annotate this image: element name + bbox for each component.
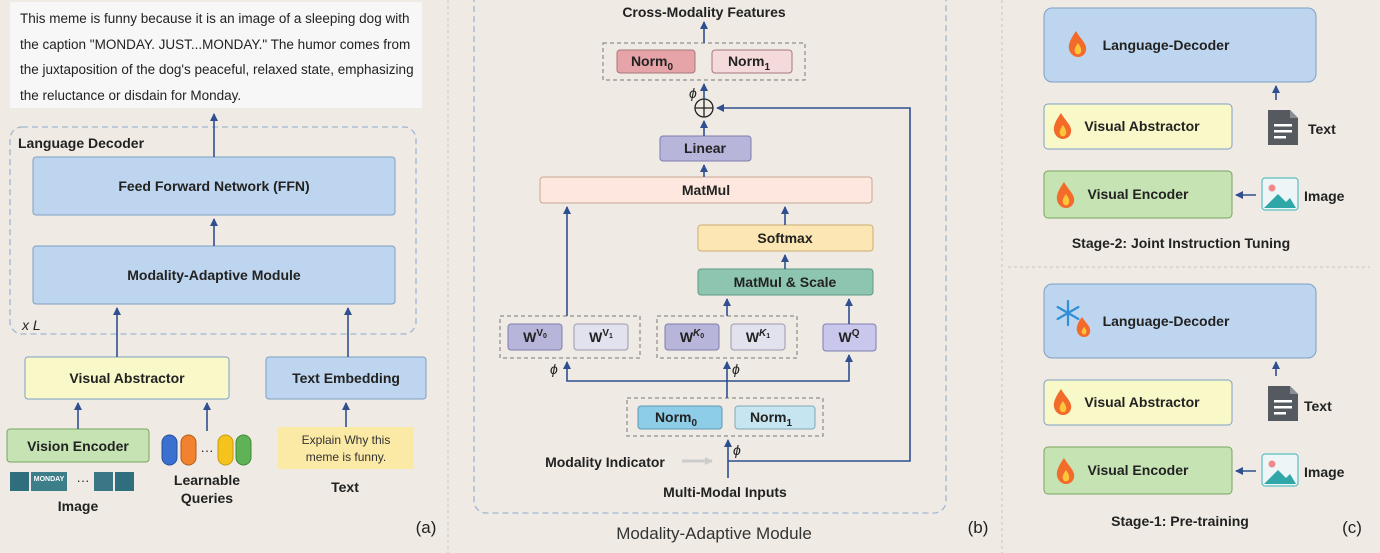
stage2-caption: Stage-2: Joint Instruction Tuning bbox=[1072, 235, 1290, 251]
image-label: Image bbox=[58, 498, 99, 514]
panel-a-arrows bbox=[74, 113, 352, 431]
stage1-image-label: Image bbox=[1304, 464, 1345, 480]
panel-c-arrows bbox=[1235, 85, 1280, 475]
wk0-label: WK0 bbox=[680, 328, 704, 345]
output-norm1-block bbox=[711, 49, 793, 74]
wv0-label: WV0 bbox=[523, 328, 547, 345]
panel-b-arrows bbox=[563, 21, 911, 478]
generated-answer-text: This meme is funny because it is an imag… bbox=[10, 2, 422, 108]
stage1-abstractor-fire-icon bbox=[1053, 389, 1072, 415]
prompt-box bbox=[278, 427, 414, 469]
linear-label: Linear bbox=[684, 140, 727, 156]
input-norm1-block bbox=[734, 405, 816, 430]
softmax-label: Softmax bbox=[757, 230, 812, 246]
stage1-frozen-snowflake-icon bbox=[1056, 299, 1080, 327]
stage2-abstractor-fire-icon bbox=[1053, 113, 1072, 139]
mam-detail-group bbox=[473, 0, 947, 514]
stage2-encoder-fire-icon bbox=[1056, 182, 1075, 208]
modality-indicator-label: Modality Indicator bbox=[545, 454, 665, 470]
prompt-line1: Explain Why this bbox=[302, 433, 391, 447]
phi-key-label: ϕ bbox=[732, 361, 740, 377]
stage1-caption: Stage-1: Pre-training bbox=[1111, 513, 1249, 529]
input-norm0-label: Norm0 bbox=[655, 409, 698, 429]
wq-label: WQ bbox=[839, 328, 860, 345]
stage2-image-label: Image bbox=[1304, 188, 1345, 204]
panel-c-tag: (c) bbox=[1342, 518, 1362, 537]
repeat-label: x L bbox=[21, 317, 41, 333]
stage1-text-label: Text bbox=[1304, 398, 1332, 414]
wk0-block bbox=[664, 323, 720, 351]
stage1-text-document-icon bbox=[1268, 386, 1298, 421]
language-decoder-group bbox=[9, 126, 417, 335]
panel-b-caption: Modality-Adaptive Module bbox=[616, 524, 812, 543]
stage2-text-document-icon bbox=[1268, 110, 1298, 145]
text-embedding-block bbox=[265, 356, 427, 400]
stage2-language-decoder-block bbox=[1043, 7, 1317, 83]
stage2-visual-abstractor-block bbox=[1043, 103, 1233, 150]
queries-label-line2: Queries bbox=[181, 490, 233, 506]
phi-input-label: ϕ bbox=[733, 442, 741, 458]
stage1-decoder-fire-icon bbox=[1076, 317, 1091, 337]
matmul-label: MatMul bbox=[682, 182, 730, 198]
stage2-image-icon bbox=[1261, 177, 1299, 211]
visual-abstractor-block bbox=[24, 356, 230, 400]
wk1-label: WK1 bbox=[746, 328, 770, 345]
phi-top-label: ϕ bbox=[689, 85, 697, 101]
learnable-query-tokens bbox=[161, 434, 252, 466]
stage1-visual-encoder-label: Visual Encoder bbox=[1088, 462, 1189, 478]
input-norm-group bbox=[626, 397, 824, 437]
stage2-language-decoder-label: Language-Decoder bbox=[1103, 37, 1230, 53]
output-norm0-label: Norm0 bbox=[631, 53, 674, 73]
wv1-block bbox=[573, 323, 629, 351]
stage2-decoder-fire-icon bbox=[1068, 31, 1087, 57]
stage1-encoder-fire-icon bbox=[1056, 458, 1075, 484]
phi-value-label: ϕ bbox=[550, 361, 558, 377]
cross-modality-features-label: Cross-Modality Features bbox=[622, 4, 786, 20]
mam-label: Modality-Adaptive Module bbox=[127, 267, 301, 283]
queries-label-line1: Learnable bbox=[174, 472, 240, 488]
stage2-visual-encoder-label: Visual Encoder bbox=[1088, 186, 1189, 202]
stage1-image-icon bbox=[1261, 453, 1299, 487]
image-thumbnails: MONDAY ··· bbox=[10, 472, 134, 491]
text-label: Text bbox=[331, 479, 359, 495]
input-norm0-block bbox=[637, 405, 723, 430]
wv0-block bbox=[507, 323, 563, 351]
matmul-block bbox=[539, 176, 873, 204]
panel-b-tag: (b) bbox=[968, 518, 989, 537]
stage2-visual-abstractor-label: Visual Abstractor bbox=[1084, 118, 1200, 134]
value-weights-group bbox=[499, 315, 641, 359]
linear-block bbox=[659, 135, 752, 162]
stage1-visual-abstractor-block bbox=[1043, 379, 1233, 426]
ffn-label: Feed Forward Network (FFN) bbox=[118, 178, 309, 194]
stage1-language-decoder-block bbox=[1043, 283, 1317, 359]
output-norm1-label: Norm1 bbox=[728, 53, 771, 73]
stage1-visual-abstractor-label: Visual Abstractor bbox=[1084, 394, 1200, 410]
thumbnail-ellipsis: ··· bbox=[77, 473, 90, 488]
wv1-label: WV1 bbox=[589, 328, 613, 345]
output-norm0-block bbox=[616, 49, 696, 74]
stage1-visual-encoder-block bbox=[1043, 446, 1233, 495]
queries-ellipsis: ··· bbox=[201, 443, 214, 458]
vision-encoder-label: Vision Encoder bbox=[27, 438, 129, 454]
stage2-text-label: Text bbox=[1308, 121, 1336, 137]
panel-a-tag: (a) bbox=[416, 518, 437, 537]
stage1-language-decoder-label: Language-Decoder bbox=[1103, 313, 1230, 329]
language-decoder-label: Language Decoder bbox=[18, 135, 145, 151]
prompt-line2: meme is funny. bbox=[306, 450, 386, 464]
matmul-scale-label: MatMul & Scale bbox=[734, 274, 837, 290]
input-norm1-label: Norm1 bbox=[750, 409, 793, 429]
wk1-block bbox=[730, 323, 786, 351]
text-embedding-label: Text Embedding bbox=[292, 370, 400, 386]
stage2-visual-encoder-block bbox=[1043, 170, 1233, 219]
meme-caption-text: MONDAY bbox=[34, 476, 65, 483]
multi-modal-inputs-label: Multi-Modal Inputs bbox=[663, 484, 787, 500]
visual-abstractor-label: Visual Abstractor bbox=[69, 370, 185, 386]
